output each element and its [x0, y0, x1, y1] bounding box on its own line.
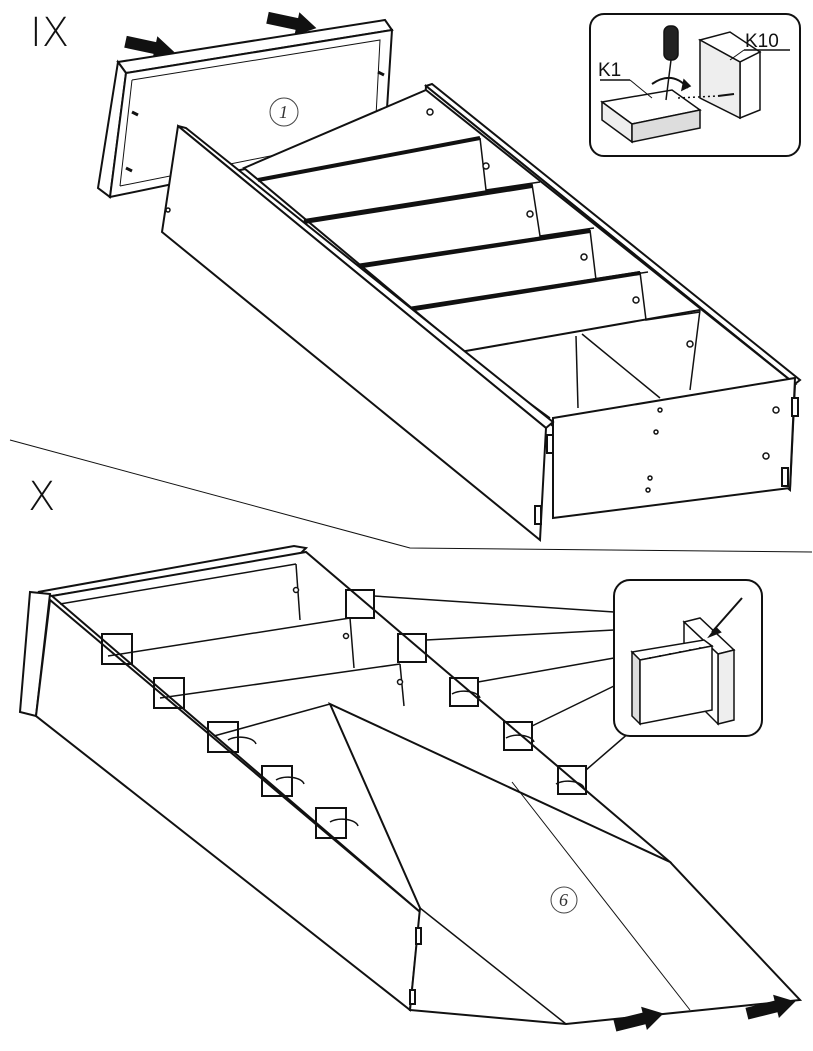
step-x-section: X	[18, 474, 803, 1038]
callout-marker	[261, 765, 293, 797]
callout-marker	[153, 677, 185, 709]
callout-marker	[449, 677, 479, 707]
label-k10: K10	[745, 31, 779, 52]
hinge-icon	[534, 397, 799, 525]
part-number-1: 1	[279, 102, 288, 122]
pencil-icon	[707, 597, 743, 639]
step-ix-label: IX	[30, 10, 69, 56]
detail-inset-nail	[613, 579, 763, 737]
callout-marker	[101, 633, 133, 665]
callout-marker	[207, 721, 239, 753]
callout-marker	[503, 721, 533, 751]
part-number-badge	[269, 97, 299, 127]
hinge-icon	[409, 927, 422, 1005]
callout-marker	[397, 633, 427, 663]
part-number-badge	[550, 886, 578, 914]
section-divider	[9, 439, 813, 553]
part-number-6: 6	[559, 890, 568, 910]
callout-markers	[101, 589, 587, 839]
step-x-label: X	[28, 474, 55, 520]
label-k1: K1	[598, 60, 621, 81]
wardrobe-carcass	[160, 82, 802, 543]
screwdriver-icon	[651, 25, 692, 101]
leader-lines	[373, 595, 631, 771]
callout-marker	[315, 807, 347, 839]
screw-icon	[717, 93, 735, 97]
callout-marker	[557, 765, 587, 795]
step-ix-section: IX 1	[30, 6, 802, 543]
wardrobe-carcass-flipped	[18, 544, 803, 1026]
detail-inset-k1-k10: K1 K10	[589, 13, 801, 157]
callout-marker	[345, 589, 375, 619]
